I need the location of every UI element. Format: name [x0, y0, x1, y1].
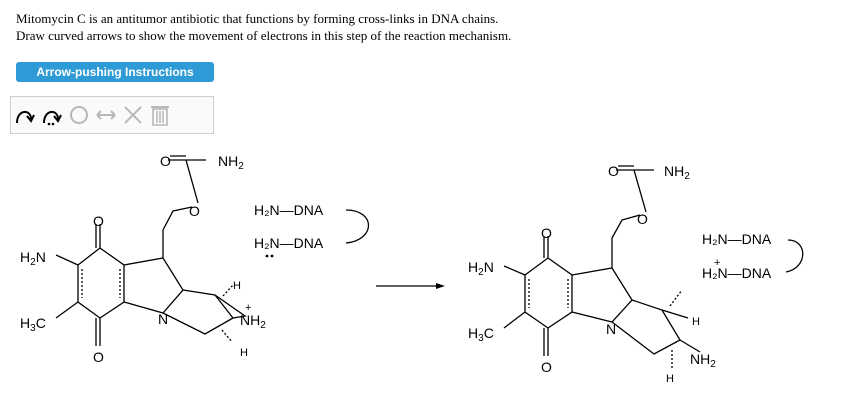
product-carbonyl-oxygen-label: O	[608, 163, 619, 179]
resonance-ring-icon[interactable]	[65, 99, 92, 131]
curved-arrow-icon[interactable]	[11, 99, 38, 131]
electron-pair-arrow-icon[interactable]	[38, 99, 65, 131]
ring-nitrogen-label: N	[158, 311, 168, 327]
trash-icon[interactable]	[146, 99, 173, 131]
quinone-top-oxygen-label: O	[93, 213, 104, 229]
product-dna-amine-2-label: H₂N—DNA	[702, 265, 772, 281]
dna-amine-1-label: H₂N—DNA	[254, 202, 324, 218]
delete-x-icon[interactable]	[119, 99, 146, 131]
product-positive-charge-label: +	[714, 257, 720, 269]
product-amide-nh2-label: NH2	[664, 163, 690, 182]
reactant-bonds	[55, 155, 370, 346]
product-labels: O NH2 O O O H2N H3C N H NH2 H H₂N—DNA H₂…	[468, 163, 772, 385]
product-hydrogen-mid-label: H	[692, 316, 700, 328]
dna-amine-2-label: H₂N—DNA	[254, 235, 324, 251]
carbonyl-oxygen-label: O	[160, 153, 171, 169]
question-line-1: Mitomycin C is an antitumor antibiotic t…	[16, 11, 499, 26]
product-quinone-bottom-oxygen-label: O	[541, 359, 552, 375]
amine-h2n-label: H2N	[20, 249, 46, 268]
product-quinone-top-oxygen-label: O	[541, 225, 552, 241]
hydrogen-top-label: H	[233, 280, 241, 292]
reactant-labels: O NH2 O O O H2N H3C N H NH2 + H H₂N—DNA …	[20, 153, 324, 365]
product-amine-h2n-label: H2N	[468, 259, 494, 278]
quinone-bottom-oxygen-label: O	[93, 349, 104, 365]
lone-pair-dots	[265, 254, 274, 258]
amide-nh2-label: NH2	[218, 153, 244, 172]
aziridinium-nh2-label: NH2	[240, 312, 266, 331]
question-text: Mitomycin C is an antitumor antibiotic t…	[16, 10, 511, 44]
double-headed-arrow-icon[interactable]	[92, 99, 119, 131]
product-nh2-label: NH2	[690, 351, 716, 370]
positive-charge-label: +	[245, 302, 251, 314]
product-hydrogen-bottom-label: H	[666, 373, 674, 385]
product-dna-amine-1-label: H₂N—DNA	[702, 231, 772, 247]
ester-oxygen-label: O	[189, 203, 200, 219]
product-bonds	[503, 165, 804, 368]
hydrogen-bottom-label: H	[240, 347, 248, 359]
arrow-pushing-instructions-button[interactable]: Arrow-pushing Instructions	[16, 62, 214, 82]
product-ring-nitrogen-label: N	[606, 321, 616, 337]
arrow-toolbar	[10, 96, 214, 134]
product-methyl-h3c-label: H3C	[468, 325, 494, 344]
methyl-h3c-label: H3C	[20, 315, 46, 334]
product-ester-oxygen-label: O	[637, 211, 648, 227]
reaction-arrow	[376, 283, 445, 289]
question-line-2: Draw curved arrows to show the movement …	[16, 28, 512, 43]
